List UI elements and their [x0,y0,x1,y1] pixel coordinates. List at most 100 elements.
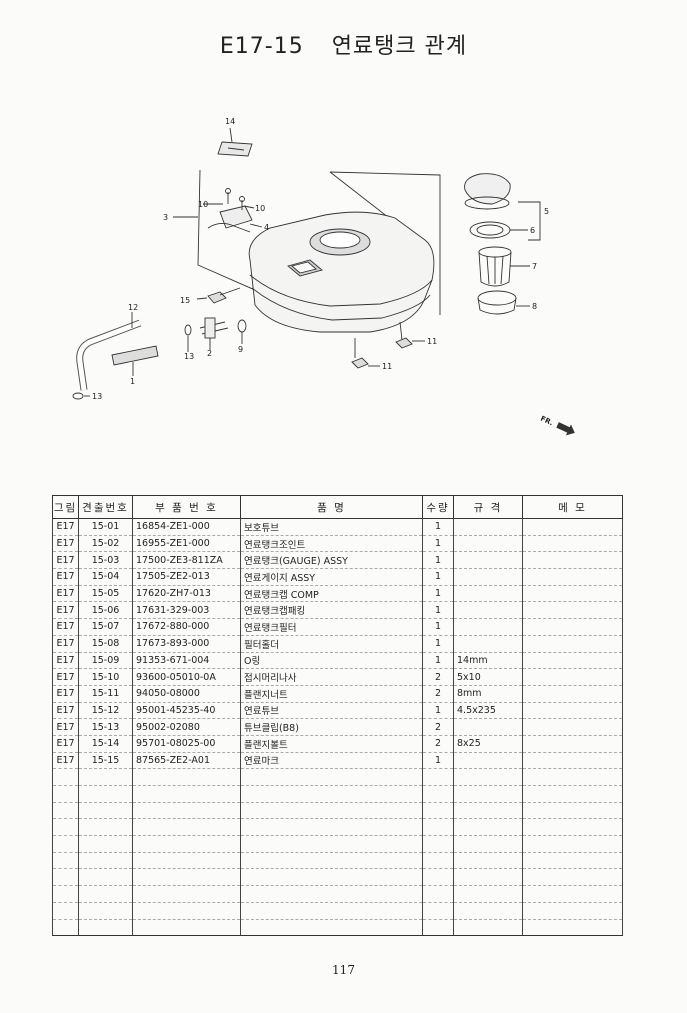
cell-empty [132,868,241,887]
cell-empty [78,768,133,786]
cell-memo [522,585,623,603]
cell-ref: 15-08 [78,635,133,653]
cell-empty [453,785,523,803]
header-part-name: 품 명 [240,495,423,519]
cell-name: 연료게이지 ASSY [240,568,423,586]
cell-name: 연료튜브 [240,702,423,720]
cell-name: 보호튜브 [240,518,423,536]
cell-ref: 15-09 [78,652,133,670]
cell-empty [522,885,623,903]
cell-qty: 1 [422,702,454,720]
header-memo: 메 모 [522,495,623,519]
cell-empty [78,885,133,903]
cell-empty [240,868,423,887]
callout-6: 6 [530,226,535,235]
cell-part: 93600-05010-0A [132,668,241,686]
cell-memo [522,735,623,753]
cell-empty [132,768,241,786]
cell-ref: 15-14 [78,735,133,753]
cell-part: 16955-ZE1-000 [132,535,241,553]
callout-4: 4 [264,223,269,232]
cell-empty [522,835,623,853]
table-row-empty [52,785,623,803]
cell-fig: E17 [52,752,79,770]
cell-name: 플랜지볼트 [240,735,423,753]
cell-empty [522,919,623,937]
cell-empty [52,835,79,853]
cell-fig: E17 [52,518,79,536]
page-title: E17-15 연료탱크 관계 [0,28,687,60]
cell-memo [522,668,623,686]
cell-part: 16854-ZE1-000 [132,518,241,536]
cell-empty [522,802,623,820]
cell-spec: 4.5x235 [453,702,523,720]
callout-10: 10 [198,200,208,209]
cell-empty [453,868,523,887]
cell-name: 플랜지너트 [240,685,423,703]
cell-ref: 15-05 [78,585,133,603]
cell-name: 튜브클립(B8) [240,718,423,736]
front-label: FR. [539,415,554,428]
cell-fig: E17 [52,718,79,736]
cell-qty: 1 [422,535,454,553]
callout-14: 15 [180,296,190,305]
cell-part: 17672-880-000 [132,618,241,636]
cell-fig: E17 [52,618,79,636]
cell-spec [453,518,523,536]
cell-fig: E17 [52,635,79,653]
callout-2: 2 [207,349,212,358]
cell-ref: 15-12 [78,702,133,720]
cell-empty [132,902,241,920]
callout-9: 9 [238,345,243,354]
cell-empty [78,852,133,870]
cell-empty [453,768,523,786]
cell-empty [240,785,423,803]
header-part-number: 부 품 번 호 [132,495,241,519]
cell-empty [240,852,423,870]
cell-ref: 15-03 [78,551,133,570]
title-code: E17-15 [219,34,304,59]
cell-memo [522,601,623,620]
cell-empty [453,835,523,853]
cell-name: 연료탱크필터 [240,618,423,636]
cell-spec [453,551,523,570]
callout-10b: 10 [255,204,265,213]
callout-11: 11 [427,337,437,346]
cell-part: 91353-671-004 [132,652,241,670]
cell-memo [522,535,623,553]
cell-empty [453,852,523,870]
cell-memo [522,718,623,736]
cell-empty [240,818,423,837]
cell-spec [453,535,523,553]
cell-fig: E17 [52,551,79,570]
cell-memo [522,635,623,653]
cell-part: 17631-329-003 [132,601,241,620]
cell-memo [522,518,623,536]
cell-empty [52,802,79,820]
cell-empty [52,768,79,786]
cell-empty [52,852,79,870]
cell-name: 연료탱크캡패킹 [240,601,423,620]
cell-ref: 15-06 [78,601,133,620]
cell-empty [240,885,423,903]
cell-spec [453,635,523,653]
cell-fig: E17 [52,685,79,703]
cell-fig: E17 [52,535,79,553]
cell-empty [52,818,79,837]
cell-part: 95001-45235-40 [132,702,241,720]
cell-qty: 1 [422,618,454,636]
cell-empty [522,902,623,920]
cell-qty: 2 [422,685,454,703]
cell-part: 94050-08000 [132,685,241,703]
cell-name: 연료탱크조인트 [240,535,423,553]
callout-13b: 13 [92,392,102,401]
cell-empty [132,885,241,903]
cell-memo [522,702,623,720]
cell-empty [453,802,523,820]
table-row-empty [52,818,623,837]
